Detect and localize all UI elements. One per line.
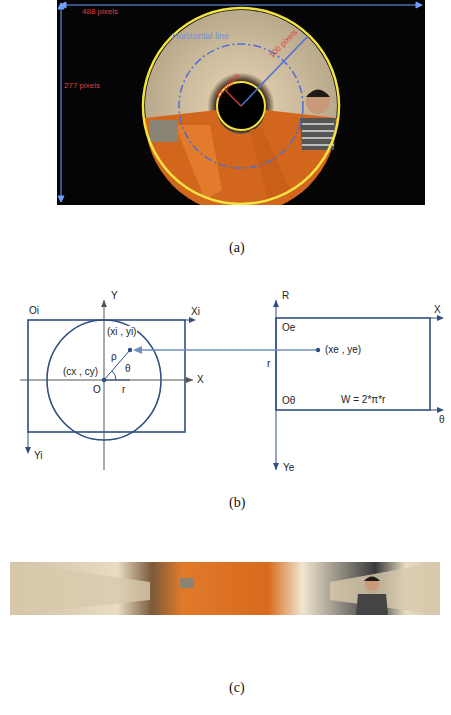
axis-label: Yi <box>33 450 44 461</box>
axis-label: R <box>281 290 290 301</box>
dimension-arrows <box>58 2 422 202</box>
axis-label: X <box>196 374 205 385</box>
fisheye-geometry <box>20 300 196 470</box>
origin-label: Oθ <box>281 395 296 406</box>
radius-label: r <box>121 384 126 395</box>
radius-label: r <box>266 358 271 369</box>
formula-label: W = 2*π*r <box>340 394 386 405</box>
panel-caption: (c) <box>229 680 245 695</box>
axis-label: Y <box>110 290 119 301</box>
line-label: Horizontal line <box>172 32 229 42</box>
point-label: (xi , yi) <box>106 326 137 337</box>
angle-label: θ <box>124 363 132 374</box>
axis-label: X <box>433 304 442 315</box>
fisheye-image <box>57 0 425 205</box>
axis-label: Xi <box>190 306 201 317</box>
panel-caption: (b) <box>229 495 245 510</box>
point-label: (cx , cy) <box>62 366 99 377</box>
origin-label: Oe <box>281 322 296 333</box>
point-label: (xe , ye) <box>324 344 362 355</box>
axis-label: Ye <box>282 462 295 473</box>
axis-label: θ <box>438 414 446 425</box>
origin-label: O <box>92 384 102 395</box>
panorama-geometry <box>133 300 444 470</box>
dimension-label: 277 pixels <box>64 82 100 91</box>
panorama-image <box>10 562 440 615</box>
origin-label: Oi <box>28 305 40 316</box>
panel-caption: (a) <box>229 240 245 255</box>
angle-label: ρ <box>110 351 118 362</box>
dimension-label: 488 pixels <box>82 8 118 17</box>
